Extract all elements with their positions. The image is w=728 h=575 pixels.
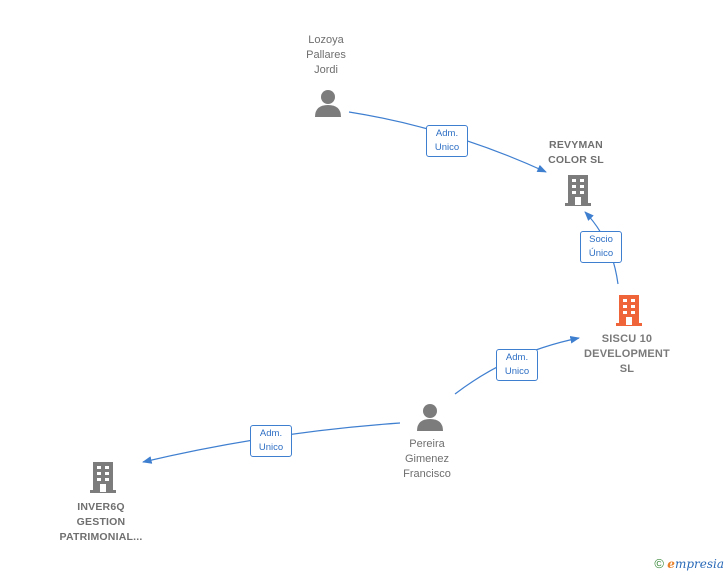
edge-label-pereira-inver6q[interactable]: Adm. Unico [250,425,292,457]
building-icon-focus[interactable] [614,293,644,327]
brand-e: e [667,557,675,571]
edge-label-pereira-siscu[interactable]: Adm. Unico [496,349,538,381]
node-label-revyman[interactable]: REVYMAN COLOR SL [526,138,626,168]
person-icon[interactable] [415,402,445,432]
brand-name: mpresia [674,557,724,571]
label-line: Jordi [314,64,338,76]
label-line: PATRIMONIAL... [59,531,143,543]
edge-label-line: Unico [504,366,530,377]
edge-label-line: Adm. [505,352,529,363]
label-line: SL [619,363,635,375]
label-line: Pallares [306,49,346,61]
label-line: DEVELOPMENT [584,348,670,360]
edge-label-line: Adm. [435,128,459,139]
label-line: Lozoya [308,34,344,46]
building-icon[interactable] [88,460,118,494]
building-icon[interactable] [563,173,593,207]
label-line: Francisco [403,468,451,480]
label-line: Pereira [409,438,445,450]
label-line: SISCU 10 [601,333,653,345]
label-line: GESTION [76,516,126,528]
edge-label-siscu-revyman[interactable]: Socio Único [580,231,622,263]
node-label-lozoya[interactable]: Lozoya Pallares Jordi [276,33,376,78]
brand-watermark: © empresia [654,556,724,571]
label-line: Gimenez [404,453,450,465]
node-label-pereira[interactable]: Pereira Gimenez Francisco [377,437,477,482]
copyright-symbol: © [654,556,664,571]
edge-label-line: Unico [258,442,284,453]
edge-label-line: Adm. [259,428,283,439]
label-line: REVYMAN [549,139,603,151]
edge-label-line: Socio [589,234,613,245]
edge-label-line: Único [588,248,614,259]
edge-label-line: Unico [434,142,460,153]
person-icon[interactable] [313,88,343,118]
edge-label-lozoya-revyman[interactable]: Adm. Unico [426,125,468,157]
node-label-inver6q[interactable]: INVER6Q GESTION PATRIMONIAL... [46,500,156,545]
node-label-siscu[interactable]: SISCU 10 DEVELOPMENT SL [571,332,683,377]
label-line: INVER6Q [77,501,125,513]
label-line: COLOR SL [548,154,604,166]
